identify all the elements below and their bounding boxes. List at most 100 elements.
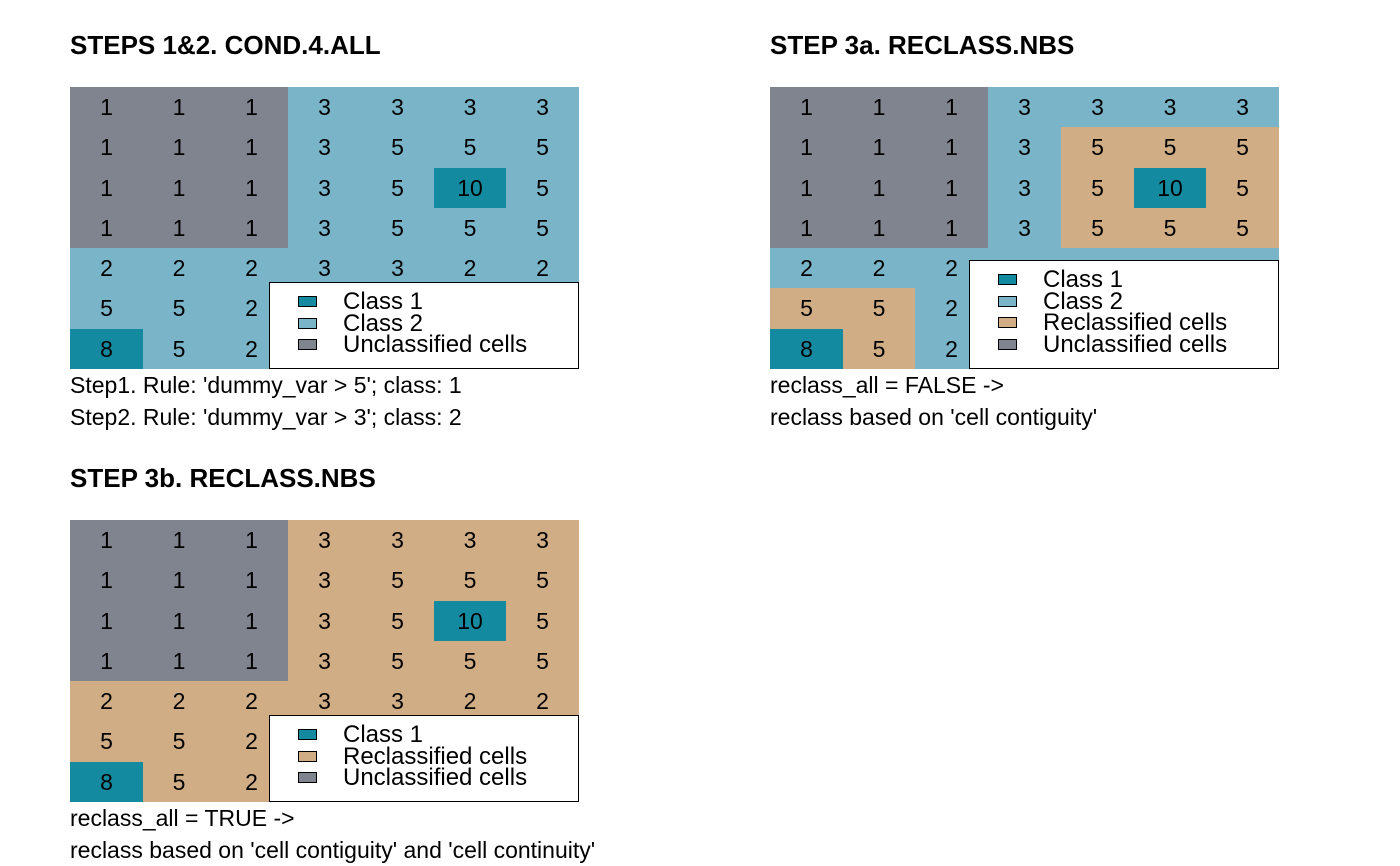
grid-cell: 10	[434, 168, 506, 208]
grid-cell: 3	[361, 681, 434, 721]
grid-cell: 3	[288, 208, 361, 248]
grid-cell: 1	[143, 208, 215, 248]
legend-item: Unclassified cells	[270, 766, 578, 789]
grid-cell: 5	[506, 601, 579, 641]
grid-cell: 3	[288, 681, 361, 721]
grid-cell: 1	[215, 601, 288, 641]
grid-cell: 1	[143, 601, 215, 641]
grid-cell: 5	[506, 168, 579, 208]
grid-cell: 1	[70, 127, 143, 168]
grid-cell: 3	[288, 560, 361, 601]
grid-cell: 1	[215, 208, 288, 248]
grid-cell: 3	[361, 248, 434, 288]
grid-cell: 3	[361, 520, 434, 560]
grid-cell: 5	[361, 560, 434, 601]
grid-cell: 5	[506, 560, 579, 601]
legend-item: Reclassified cells	[970, 309, 1278, 336]
legend-swatch	[298, 729, 317, 740]
grid-cell: 1	[843, 127, 915, 168]
grid-cell: 3	[288, 520, 361, 560]
grid-cell: 1	[70, 641, 143, 681]
grid-cell: 1	[770, 168, 843, 208]
legend-label: Class 1	[343, 288, 424, 315]
grid-cell: 5	[434, 127, 506, 168]
grid-cell: 5	[1206, 168, 1279, 208]
grid-cell: 3	[288, 127, 361, 168]
grid-cell: 5	[143, 721, 215, 762]
grid-cell: 2	[143, 248, 215, 288]
grid-cell: 3	[988, 208, 1061, 248]
caption-line-2: Step2. Rule: 'dummy_var > 3'; class: 2	[70, 404, 462, 430]
grid-cell: 3	[288, 601, 361, 641]
legend-item: Class 2	[970, 287, 1278, 315]
grid-cell: 2	[215, 248, 288, 288]
grid-cell: 3	[1206, 87, 1279, 127]
caption-line-2: reclass based on 'cell contiguity'	[770, 404, 1098, 430]
grid-cell: 2	[506, 248, 579, 288]
grid-cell: 3	[288, 168, 361, 208]
grid-cell: 1	[215, 168, 288, 208]
legend-swatch	[998, 295, 1017, 307]
grid-cell: 8	[770, 329, 843, 369]
grid-cell: 1	[843, 87, 915, 127]
legend-item: Reclassified cells	[270, 742, 578, 770]
legend-item: Class 1	[270, 723, 578, 746]
grid-cell: 2	[434, 248, 506, 288]
caption-line-2: reclass based on 'cell contiguity' and '…	[70, 837, 596, 863]
grid-cell: 5	[361, 127, 434, 168]
grid-cell: 1	[143, 127, 215, 168]
grid-cell: 3	[288, 87, 361, 127]
grid-cell: 5	[434, 208, 506, 248]
caption-line-1: reclass_all = TRUE ->	[70, 805, 295, 831]
panel-title: STEP 3a. RECLASS.NBS	[770, 30, 1075, 60]
panel-title: STEP 3b. RECLASS.NBS	[70, 463, 376, 493]
grid-cell: 5	[70, 288, 143, 329]
legend-label: Class 2	[343, 309, 424, 337]
legend-label: Reclassified cells	[1043, 309, 1228, 336]
grid-cell: 5	[143, 288, 215, 329]
grid-cell: 5	[361, 168, 434, 208]
grid-cell: 5	[1134, 208, 1206, 248]
grid-cell: 5	[434, 641, 506, 681]
grid-cell: 8	[70, 329, 143, 369]
caption-line-1: reclass_all = FALSE ->	[770, 372, 1004, 398]
grid-cell: 5	[143, 329, 215, 369]
grid-cell: 2	[843, 248, 915, 288]
grid-cell: 1	[770, 208, 843, 248]
legend-item: Class 1	[270, 288, 578, 315]
grid-cell: 1	[215, 560, 288, 601]
grid-cell: 5	[506, 208, 579, 248]
panel-title: STEPS 1&2. COND.4.ALL	[70, 30, 381, 60]
legend-swatch	[298, 317, 317, 329]
grid-cell: 3	[506, 520, 579, 560]
grid-cell: 1	[843, 168, 915, 208]
grid-cell: 5	[843, 288, 915, 329]
grid-cell: 1	[70, 208, 143, 248]
grid-cell: 5	[1206, 208, 1279, 248]
grid-cell: 1	[770, 127, 843, 168]
legend-item: Class 2	[270, 309, 578, 337]
caption-line-1: Step1. Rule: 'dummy_var > 5'; class: 1	[70, 372, 462, 398]
grid-cell: 1	[70, 520, 143, 560]
grid-cell: 1	[215, 641, 288, 681]
grid-cell: 1	[70, 87, 143, 127]
grid-cell: 2	[770, 248, 843, 288]
legend-label: Class 2	[1043, 287, 1124, 315]
grid-cell: 1	[70, 168, 143, 208]
grid-cell: 1	[215, 127, 288, 168]
grid-cell: 8	[70, 762, 143, 802]
grid-cell: 5	[770, 288, 843, 329]
legend-label: Reclassified cells	[343, 742, 528, 770]
grid-cell: 2	[70, 681, 143, 721]
grid-cell: 5	[1206, 127, 1279, 168]
grid-cell: 3	[434, 87, 506, 127]
grid-cell: 5	[70, 721, 143, 762]
grid-cell: 1	[915, 87, 988, 127]
grid-cell: 1	[915, 208, 988, 248]
grid-cell: 2	[70, 248, 143, 288]
grid-cell: 1	[143, 560, 215, 601]
grid-cell: 1	[70, 560, 143, 601]
